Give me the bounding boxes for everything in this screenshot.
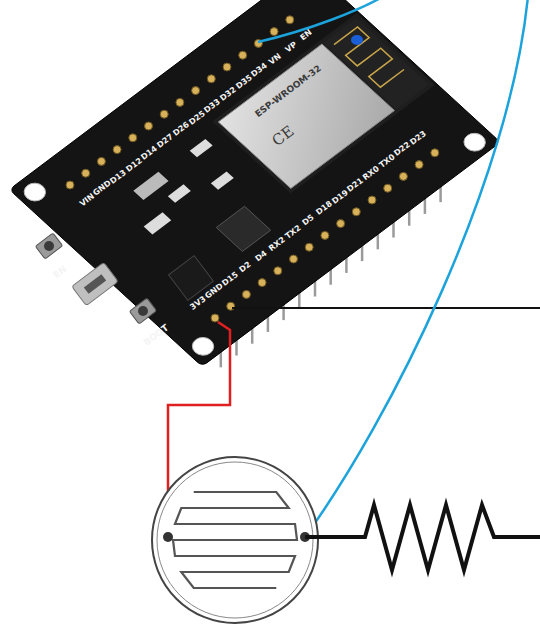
pin-pad <box>368 196 376 204</box>
pin-pad <box>431 149 439 157</box>
pin-pad <box>274 267 282 275</box>
pin-pad <box>337 220 345 228</box>
pin-pad <box>399 172 407 180</box>
photoresistor-track <box>173 492 297 588</box>
pin-pad <box>145 122 153 130</box>
gnd-wire <box>232 307 540 309</box>
pin-pad <box>352 208 360 216</box>
pin-pad <box>305 243 313 251</box>
pin-pad <box>270 28 278 36</box>
pin-pad <box>258 279 266 287</box>
pin-pad <box>290 255 298 263</box>
pin-pad <box>82 169 90 177</box>
resistor-symbol <box>305 505 540 570</box>
photoresistor-rim <box>157 462 313 618</box>
pin-pad <box>286 16 294 24</box>
pin-pad <box>415 161 423 169</box>
pin-pad <box>160 110 168 118</box>
button-label: EN <box>52 264 69 280</box>
pin-pad <box>211 314 219 322</box>
pin-pad <box>192 87 200 95</box>
button-label: BOOT <box>142 322 171 347</box>
photoresistor <box>152 457 318 623</box>
pin-pad <box>242 290 250 298</box>
signal-wire <box>258 0 384 42</box>
pin-pad <box>97 157 105 165</box>
micro-usb <box>72 262 118 305</box>
pin-pad <box>66 181 74 189</box>
pin-pad <box>321 231 329 239</box>
boot-button-cap <box>138 306 148 316</box>
en-button-cap <box>44 241 54 251</box>
pin-pad <box>113 146 121 154</box>
usb-opening <box>84 274 106 294</box>
pin-pad <box>176 98 184 106</box>
pin-pad <box>207 75 215 83</box>
esp32-board <box>9 0 500 366</box>
en-button <box>35 233 62 259</box>
ldr-terminal <box>163 532 173 542</box>
pin-pad <box>223 63 231 71</box>
pin-pad <box>129 134 137 142</box>
blue-led <box>351 35 363 45</box>
pin-pad <box>384 184 392 192</box>
pin-pad <box>239 51 247 59</box>
signal-wire <box>305 0 528 537</box>
board-pins <box>66 16 439 322</box>
boot-button <box>129 298 156 324</box>
